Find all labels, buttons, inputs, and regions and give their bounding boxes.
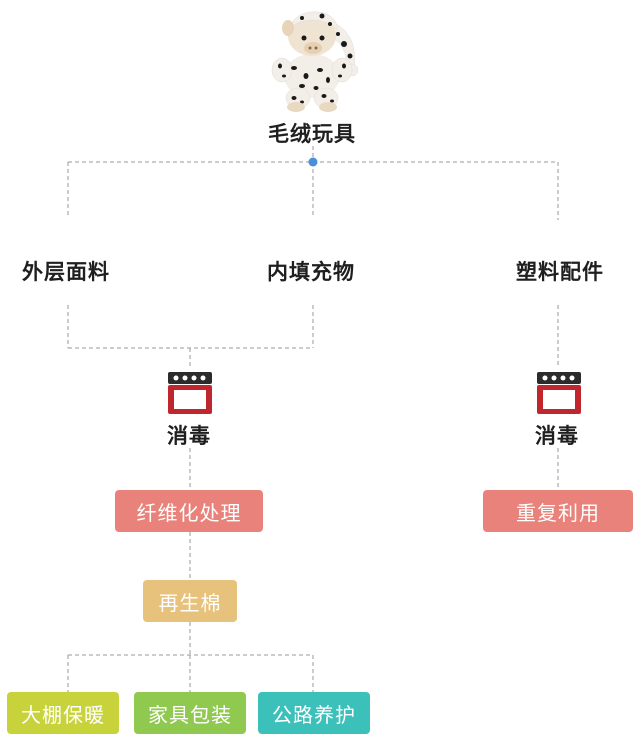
- reuse-box: 重复利用: [483, 490, 633, 532]
- disinfect-left-label: 消毒: [167, 424, 211, 448]
- material-outer-label: 外层面料: [22, 260, 110, 284]
- material-filling-label: 内填充物: [267, 260, 355, 284]
- furniture-packaging-box: 家具包装: [134, 692, 246, 734]
- oven-icon: [537, 372, 581, 414]
- greenhouse-warmth-box: 大棚保暖: [7, 692, 119, 734]
- material-plastic-label: 塑料配件: [516, 260, 604, 284]
- oven-icon: [168, 372, 212, 414]
- fiber-processing-box: 纤维化处理: [115, 490, 263, 532]
- disinfect-right-label: 消毒: [535, 424, 579, 448]
- plush-toy-pig-icon: [271, 11, 359, 112]
- recycled-cotton-box: 再生棉: [143, 580, 237, 622]
- road-maintenance-box: 公路养护: [258, 692, 370, 734]
- root-label: 毛绒玩具: [268, 122, 356, 146]
- junction-dot: [308, 157, 318, 167]
